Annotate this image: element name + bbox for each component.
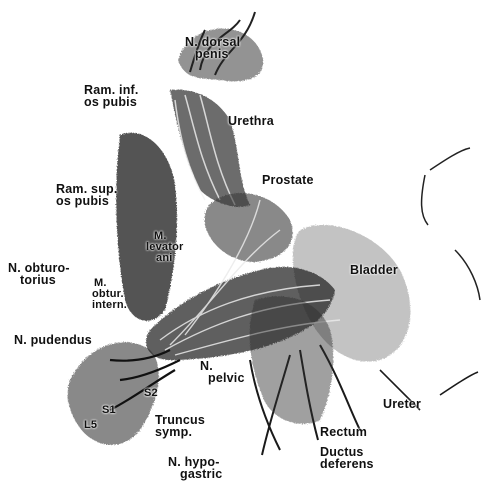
label-ureter: Ureter: [383, 398, 421, 410]
label-n-pelvic: N. pelvic: [196, 360, 245, 384]
label-n-hypogastric: N. hypo- gastric: [168, 456, 222, 480]
label-s2: S2: [144, 388, 158, 399]
label-ram-sup-os-pubis: Ram. sup. os pubis: [56, 183, 118, 207]
label-n-obturatorius: N. obturo- torius: [8, 262, 70, 286]
label-ductus-deferens: Ductus deferens: [320, 446, 374, 470]
label-bladder: Bladder: [350, 264, 398, 276]
bladder-rim-strokes: [422, 148, 480, 300]
label-truncus-symp: Truncus symp.: [155, 414, 205, 438]
label-urethra: Urethra: [228, 115, 274, 127]
label-prostate: Prostate: [262, 174, 314, 186]
urethra-column: [170, 90, 250, 207]
label-n-pudendus: N. pudendus: [14, 334, 92, 346]
label-n-dorsal-penis: N. dorsal penis: [185, 36, 240, 60]
label-l5: L5: [84, 420, 97, 431]
label-m-levator-ani: M. levator ani: [146, 231, 183, 264]
prostate-region: [205, 193, 293, 262]
label-ram-inf-os-pubis: Ram. inf. os pubis: [84, 84, 139, 108]
label-m-obtur-intern: M. obtur. intern.: [92, 278, 127, 311]
label-rectum: Rectum: [320, 426, 367, 438]
label-s1: S1: [102, 405, 116, 416]
